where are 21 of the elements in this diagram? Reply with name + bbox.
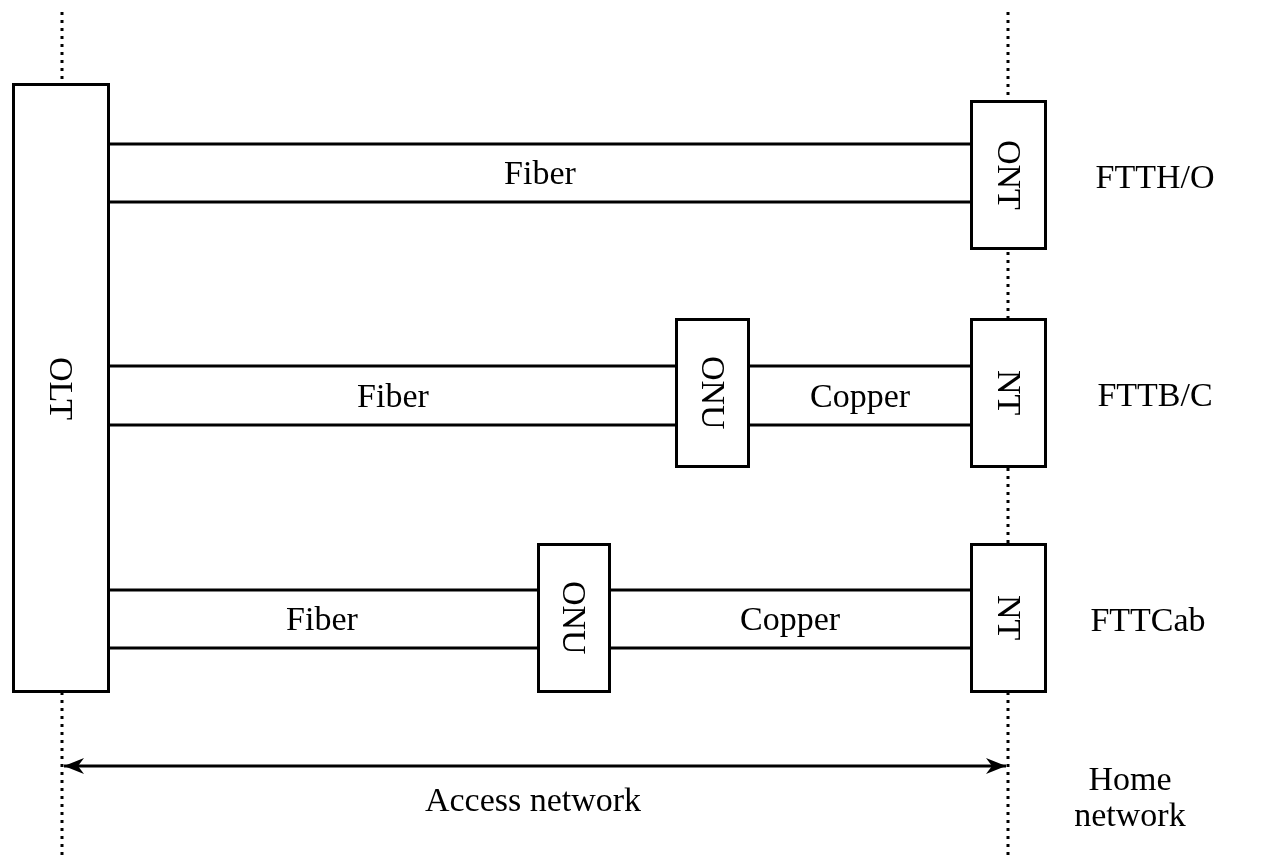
device-box: NT: [970, 318, 1047, 468]
edge-label: Copper: [739, 600, 841, 638]
technology-label: FTTCab: [1090, 601, 1206, 639]
edge-label: Fiber: [286, 600, 358, 638]
device-box: OLT: [12, 83, 110, 693]
device-box: ONT: [970, 100, 1047, 250]
network-label: Access network: [424, 781, 642, 819]
technology-label: FTTB/C: [1097, 376, 1213, 414]
cable-line: [108, 142, 972, 204]
device-box: ONU: [675, 318, 750, 468]
edge-label: Copper: [809, 376, 911, 415]
cable-line: [609, 588, 972, 650]
technology-label: FTTH/O: [1095, 158, 1215, 196]
device-box: ONU: [537, 543, 611, 693]
cable-line: [748, 364, 972, 427]
device-box: NT: [970, 543, 1047, 693]
network-label: Home network: [1073, 761, 1187, 833]
edge-label: Fiber: [504, 154, 576, 192]
cable-line: [108, 364, 677, 427]
edge-label: Fiber: [357, 376, 429, 415]
cable-line: [108, 588, 539, 650]
